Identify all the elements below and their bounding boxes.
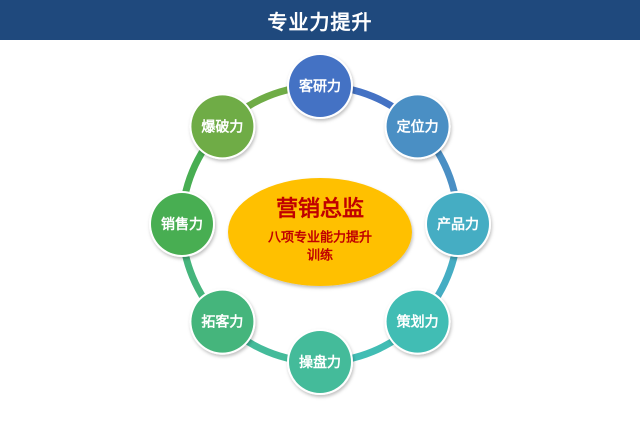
node-7: 销售力 — [149, 191, 215, 257]
node-label: 策划力 — [396, 314, 439, 331]
center-hub: 营销总监 八项专业能力提升 训练 — [228, 178, 412, 286]
node-4: 策划力 — [384, 288, 451, 355]
node-circle — [386, 290, 449, 353]
center-subtitle-line1: 八项专业能力提升 — [267, 230, 372, 246]
node-label: 操盘力 — [299, 354, 341, 371]
node-3: 产品力 — [425, 191, 491, 257]
node-label: 产品力 — [437, 216, 479, 233]
node-label: 客研力 — [298, 78, 341, 95]
node-6: 拓客力 — [189, 288, 256, 355]
node-circle — [427, 193, 489, 255]
node-2: 定位力 — [384, 93, 451, 160]
center-title: 营销总监 — [276, 196, 364, 222]
node-circle — [191, 95, 254, 158]
node-label: 爆破力 — [201, 118, 243, 135]
node-circle — [151, 193, 213, 255]
node-circle — [289, 55, 351, 117]
center-subtitle-line2: 训练 — [307, 248, 333, 264]
header-bar: 专业力提升 — [0, 0, 640, 40]
node-circle — [386, 95, 449, 158]
node-label: 拓客力 — [201, 314, 243, 331]
node-label: 定位力 — [397, 118, 439, 135]
node-circle — [191, 290, 254, 353]
node-1: 客研力 — [287, 53, 353, 119]
center-ellipse — [228, 178, 412, 286]
node-label: 销售力 — [161, 216, 203, 233]
node-8: 爆破力 — [189, 93, 256, 160]
node-circle — [289, 331, 351, 393]
page-title: 专业力提升 — [267, 9, 373, 34]
node-5: 操盘力 — [287, 329, 353, 395]
